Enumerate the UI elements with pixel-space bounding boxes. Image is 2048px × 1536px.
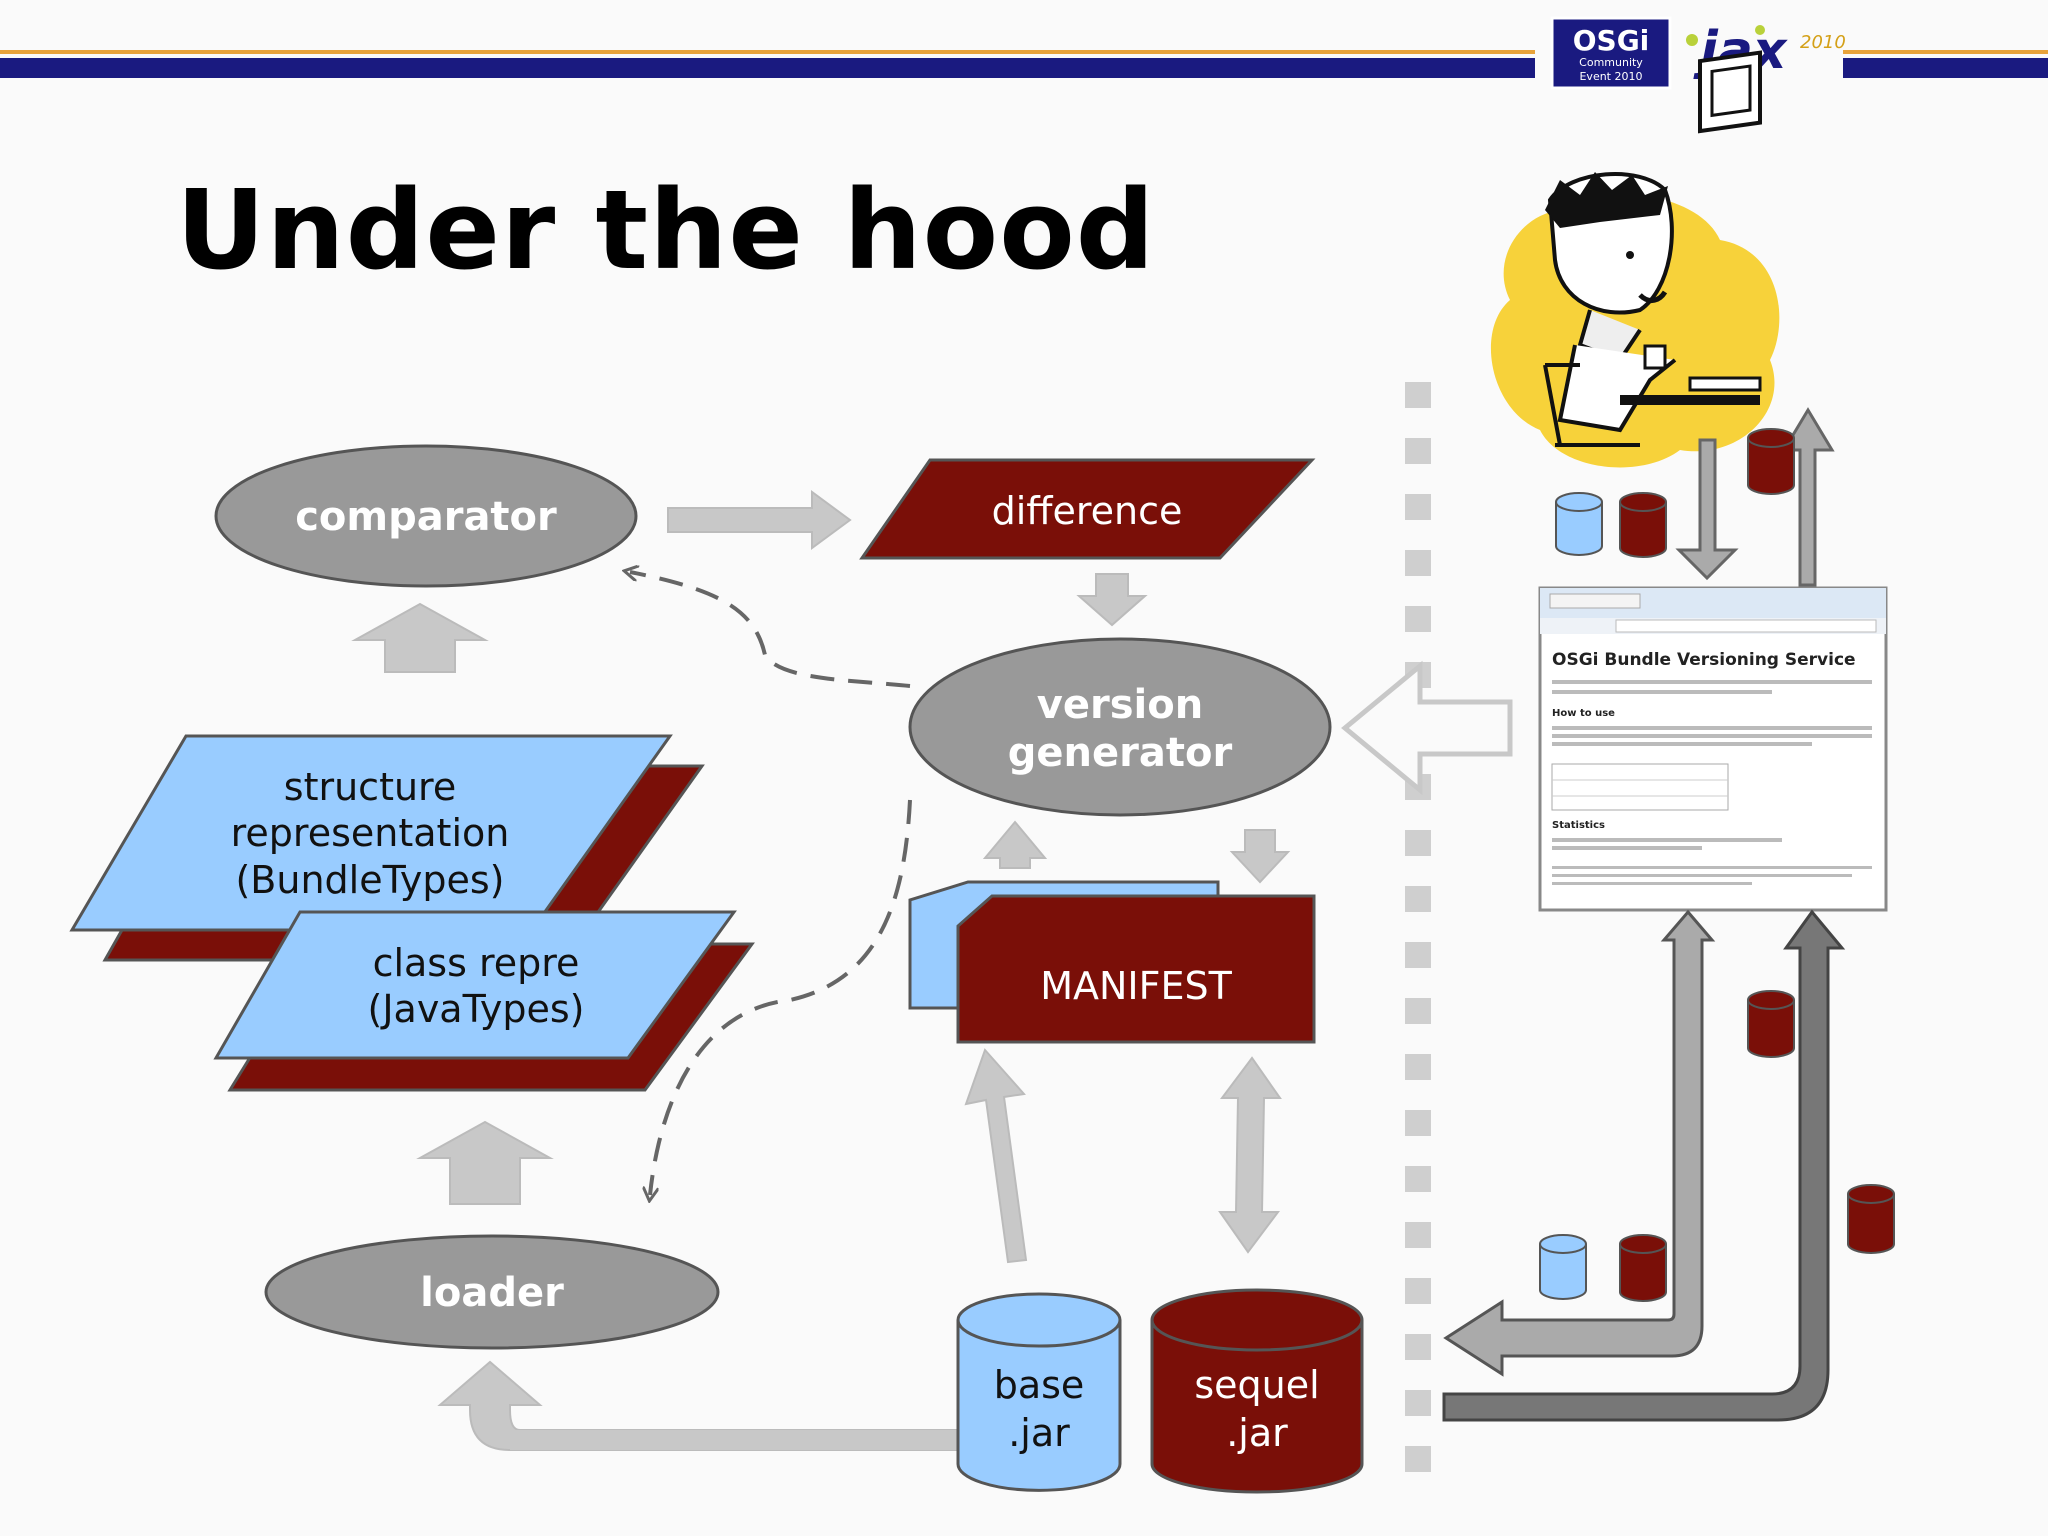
class-line2: (JavaTypes) (368, 987, 585, 1031)
version-generator-line1: version (1037, 682, 1203, 728)
user-at-computer-illustration (1490, 50, 1780, 468)
web-service-screenshot: OSGi Bundle Versioning Service How to us… (1538, 586, 1888, 912)
node-difference: difference (859, 458, 1316, 560)
dashed-arrow-generator-to-comparator (630, 572, 911, 688)
arrow-generator-to-manifest (1229, 829, 1291, 884)
base-line2: .jar (1008, 1411, 1070, 1455)
arrow-webservice-to-generator (1341, 660, 1513, 796)
jax-logo-year: 2010 (1800, 32, 1846, 53)
arrow-service-to-base (1443, 909, 1716, 1377)
dashed-arrow-generator-to-loader (650, 799, 912, 1195)
arrow-sequel-to-service (1442, 909, 1846, 1422)
header-bar (0, 50, 2048, 78)
node-manifest: MANIFEST (908, 880, 1316, 1044)
node-loader: loader (264, 1234, 720, 1350)
cylinder-small-blue-top (1555, 492, 1603, 556)
class-line1: class repre (373, 941, 580, 985)
osgi-logo: OSGi Community Event 2010 (1550, 16, 1672, 90)
web-page-title: OSGi Bundle Versioning Service (1552, 650, 1856, 670)
cylinder-small-red-top (1619, 492, 1667, 558)
arrow-manifest-sequel (1218, 1056, 1282, 1254)
sequel-line1: sequel (1194, 1363, 1319, 1407)
node-comparator: comparator (214, 444, 638, 588)
loader-label: loader (420, 1270, 564, 1316)
cylinder-small-red-right (1847, 1184, 1895, 1254)
arrow-comparator-to-difference (667, 490, 852, 550)
cylinder-small-red-middle (1747, 990, 1795, 1058)
sequel-line2: .jar (1226, 1411, 1288, 1455)
osgi-logo-sub2: Event 2010 (1579, 70, 1642, 83)
structure-line3: (BundleTypes) (235, 858, 504, 902)
node-base-jar: base .jar (956, 1292, 1122, 1492)
arrow-loader-to-class (416, 1120, 554, 1205)
structure-line1: structure (284, 765, 456, 809)
arrow-base-to-manifest (964, 1048, 1028, 1264)
web-how-to-use: How to use (1552, 708, 1615, 719)
node-sequel-jar: sequel .jar (1150, 1288, 1364, 1494)
cylinder-small-red-bottom (1619, 1234, 1667, 1302)
version-generator-line2: generator (1008, 730, 1233, 776)
comparator-label: comparator (295, 494, 557, 540)
arrows-user-to-service (1675, 407, 1835, 587)
difference-label: difference (992, 489, 1183, 533)
node-class-representation: class repre (JavaTypes) (213, 910, 755, 1092)
osgi-logo-text: OSGi (1573, 24, 1650, 57)
arrow-to-comparator (351, 602, 489, 673)
arrow-manifest-to-generator (982, 820, 1048, 869)
manifest-label: MANIFEST (1040, 964, 1232, 1008)
slide-title: Under the hood (176, 166, 1156, 294)
node-version-generator: version generator (908, 637, 1332, 817)
arrow-difference-to-generator (1076, 573, 1148, 627)
osgi-logo-sub1: Community (1579, 56, 1643, 69)
cylinder-small-red-upper-right (1747, 428, 1795, 495)
web-statistics: Statistics (1552, 820, 1605, 831)
cylinder-small-blue-bottom (1539, 1234, 1587, 1300)
base-line1: base (994, 1363, 1085, 1407)
structure-line2: representation (231, 811, 510, 855)
